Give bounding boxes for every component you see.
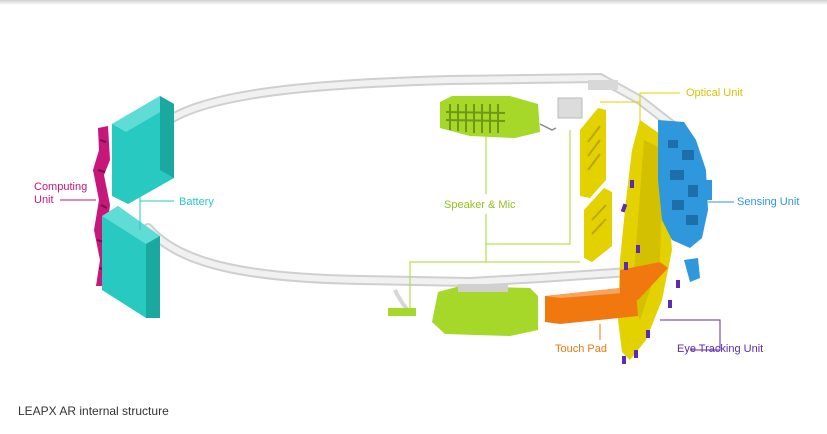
label-touch-pad: Touch Pad — [555, 343, 607, 356]
battery-blocks — [102, 96, 174, 318]
frame-hinge-block — [558, 98, 582, 118]
speaker-mic-top — [440, 96, 556, 138]
label-speaker-mic: Speaker & Mic — [444, 199, 516, 212]
label-computing-unit: Computing Unit — [34, 181, 87, 207]
label-sensing-unit: Sensing Unit — [737, 196, 799, 209]
diagram-caption: LEAPX AR internal structure — [18, 404, 169, 418]
label-optical-unit: Optical Unit — [686, 87, 743, 100]
label-battery: Battery — [179, 196, 214, 209]
label-eye-tracking-unit: Eye Tracking Unit — [677, 343, 763, 356]
